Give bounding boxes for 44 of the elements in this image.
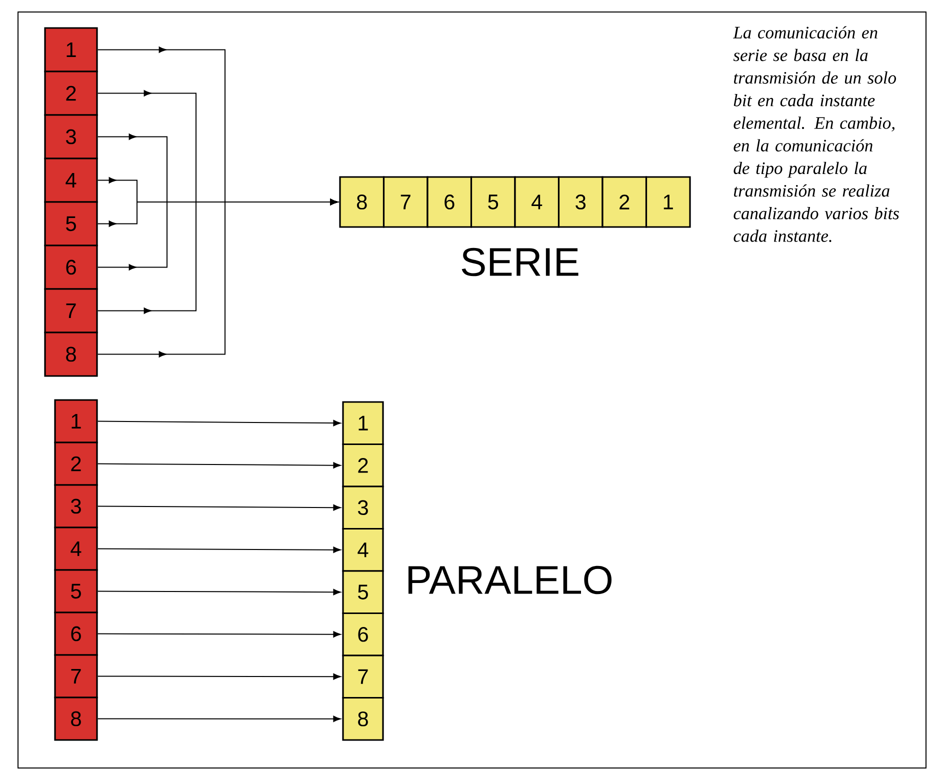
bit-cell: 3	[558, 176, 604, 228]
bit-cell: 4	[342, 528, 384, 572]
bit-cell: 2	[54, 442, 98, 486]
bit-cell: 2	[602, 176, 648, 228]
arrow	[97, 716, 341, 722]
bit-cell: 7	[342, 654, 384, 699]
arrow	[97, 588, 341, 596]
bit-cell: 7	[44, 288, 98, 334]
bit-cell: 2	[342, 443, 384, 488]
bit-cell: 1	[342, 401, 384, 446]
bit-cell: 6	[54, 612, 98, 656]
bit-cell: 4	[514, 176, 560, 228]
bit-cell: 3	[342, 486, 384, 530]
bit-cell: 5	[342, 570, 384, 614]
bit-cell: 1	[44, 27, 98, 72]
arrow	[97, 546, 341, 553]
bit-cell: 3	[54, 484, 98, 528]
bit-cell: 1	[54, 399, 98, 444]
bit-cell: 6	[44, 244, 98, 290]
bit-cell: 6	[342, 612, 384, 656]
arrow	[97, 674, 341, 680]
section-heading: PARALELO	[408, 566, 612, 594]
bit-cell: 6	[426, 176, 472, 228]
bit-cell: 3	[44, 114, 98, 160]
arrow	[97, 462, 341, 468]
arrow	[97, 198, 338, 358]
section-heading: SERIE	[462, 248, 578, 276]
arrow	[97, 631, 341, 638]
description-text: La comunicación en serie se basa en la transmisión de un solo bit en cada instante elemental. En cambio, en la comunicación de tipo paralelo la transmisión se realiza canalizando varios bits cada instante.	[733, 26, 899, 242]
bit-cell: 1	[645, 176, 691, 228]
bit-cell: 5	[54, 569, 98, 614]
bit-cell: 2	[44, 70, 98, 116]
bit-cell: 8	[44, 332, 98, 377]
arrow	[97, 420, 341, 426]
bit-cell: 8	[339, 176, 385, 228]
bit-cell: 8	[54, 696, 98, 741]
bit-cell: 7	[382, 176, 428, 228]
bit-cell: 4	[54, 526, 98, 571]
bit-cell: 5	[44, 201, 98, 246]
bit-cell: 4	[44, 158, 98, 203]
bit-cell: 8	[342, 696, 384, 741]
bit-cell: 7	[54, 654, 98, 698]
arrow	[97, 504, 341, 511]
bit-cell: 5	[470, 176, 516, 228]
